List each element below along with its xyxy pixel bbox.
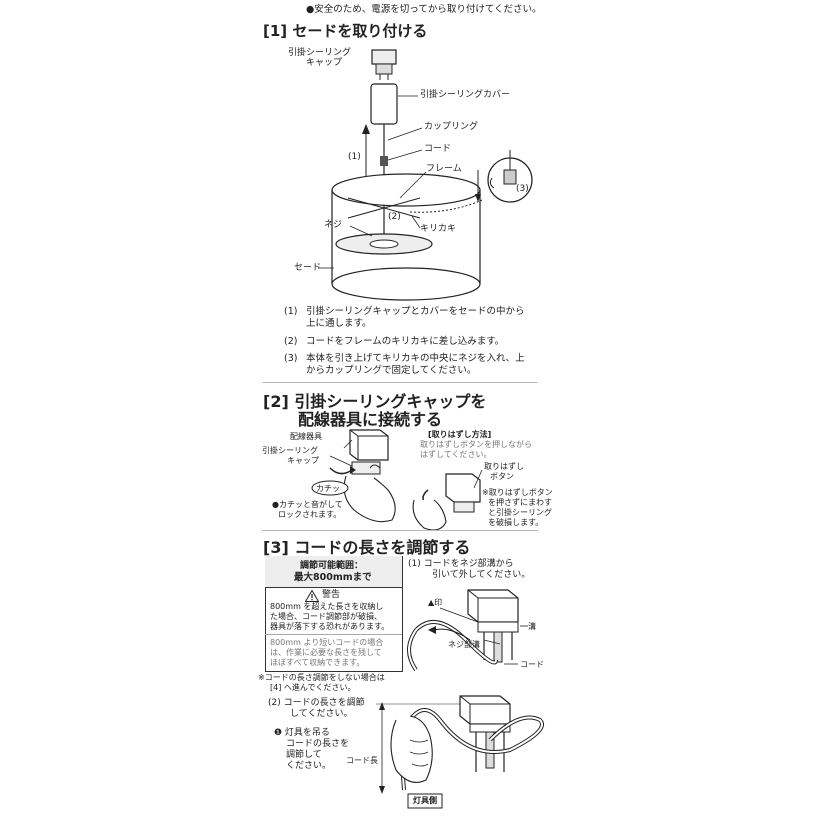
- label-cap2-line2: キャップ: [287, 456, 319, 465]
- range-line2: 最大800mmまで: [294, 572, 372, 583]
- section3-title: [3] コードの長さを調節する: [263, 538, 471, 557]
- skip-note-line1: ※コードの長さ調節をしない場合は: [258, 673, 385, 682]
- lock-note-line2: ロックされます。: [278, 510, 342, 519]
- label-screw: ネジ: [324, 220, 343, 230]
- removal-warn-line1: ※取りはずしボタン: [482, 488, 553, 497]
- s3-step2-line1: (2) コードの長さを調節: [268, 698, 365, 708]
- label-cord-s3: コード: [520, 660, 544, 669]
- s3-step1-line2: 引いて外してください。: [432, 570, 531, 580]
- divider-1: [262, 382, 538, 383]
- cord-groove-diagram: [407, 589, 528, 672]
- sub-line2: コードの長さを: [286, 739, 350, 749]
- fixture-side-label: 灯具側: [413, 796, 437, 805]
- safety-note: ●安全のため、電源を切ってから取り付けてください。: [306, 4, 542, 15]
- warning-title: 警告: [322, 590, 341, 600]
- sub-line4: ください。: [286, 761, 332, 771]
- cord-adjust-diagram: [376, 695, 544, 809]
- label-cap-line1: 引掛シーリング: [288, 48, 352, 58]
- release-button-label1: 取りはずし: [484, 462, 524, 471]
- section1-title: [1] セードを取り付ける: [263, 22, 428, 40]
- section2-title-line2: 配線器具に接続する: [298, 410, 443, 429]
- step3-line1: 本体を引き上げてキリカキの中央にネジを入れ、上: [306, 353, 525, 364]
- removal-line1: 取りはずしボタンを押しながら: [420, 440, 532, 449]
- step3-line2: からカップリングで固定してください。: [306, 365, 477, 376]
- label-shade: セード: [294, 263, 322, 273]
- label-fixture: 配線器具: [290, 432, 322, 441]
- removal-title: [取りはずし方法]: [428, 430, 492, 439]
- section2-title-line1: [2] 引掛シーリングキャップを: [263, 392, 487, 411]
- label-mark: ▲印: [428, 598, 443, 607]
- step2-num: (2): [284, 336, 298, 347]
- gray-line3: ほぼすべて収納できます。: [270, 658, 365, 667]
- label-slot: キリカキ: [420, 224, 457, 234]
- s3-step1-line1: (1) コードをネジ部溝から: [408, 559, 514, 569]
- step3-num: (3): [284, 353, 298, 364]
- step1-line2: 上に通します。: [306, 318, 372, 329]
- label-mark3: (3): [516, 184, 529, 194]
- s3-step2-line2: してください。: [290, 709, 353, 719]
- shade-assembly-diagram: [318, 49, 533, 301]
- range-header: [265, 556, 402, 588]
- sub-line3: 調節して: [286, 750, 322, 760]
- label-click: カチッ: [316, 484, 340, 493]
- label-cap-line2: キャップ: [306, 58, 343, 68]
- label-mark2: (2): [388, 212, 401, 222]
- release-button-label2: ボタン: [490, 472, 514, 481]
- warning-divider: [265, 634, 402, 635]
- warning-line1: 800mm を超えた長さを収納し: [270, 602, 384, 611]
- removal-warn-line4: を破損します。: [488, 518, 544, 527]
- step1-num: (1): [284, 306, 298, 317]
- step1-line1: 引掛シーリングキャップとカバーをセードの中から: [306, 306, 525, 317]
- label-coupling: カップリング: [424, 122, 479, 132]
- label-groove: 溝: [528, 622, 536, 631]
- label-mark1: (1): [348, 152, 361, 162]
- skip-note-line2: [4] へ進んでください。: [270, 683, 356, 692]
- label-frame: フレーム: [426, 164, 462, 174]
- divider-2: [262, 530, 538, 531]
- removal-warn-line3: と引掛シーリング: [488, 508, 552, 517]
- range-line1: 調節可能範囲：: [300, 561, 364, 571]
- gray-line1: 800mm より短いコードの場合: [270, 638, 384, 647]
- warning-line2: た場合、コード調節部が破損、: [270, 612, 382, 621]
- label-cord-length: コード長: [346, 756, 378, 765]
- gray-line2: は、作業に必要な長さを残して: [270, 648, 382, 657]
- sub-line1: ❶ 灯具を吊る: [274, 728, 330, 738]
- warning-line3: 器具が落下する恐れがあります。: [270, 622, 390, 631]
- label-cord: コード: [424, 144, 452, 154]
- lock-note-line1: ●カチッと音がして: [272, 500, 343, 509]
- removal-warn-line2: を押さずにまわす: [488, 498, 552, 507]
- connect-cap-diagram: [311, 429, 483, 531]
- warning-icon: [305, 590, 319, 602]
- label-cover: 引掛シーリングカバー: [420, 90, 511, 100]
- label-cap2-line1: 引掛シーリング: [262, 446, 318, 455]
- label-screw-groove: ネジ部溝: [448, 640, 480, 649]
- step2-line1: コードをフレームのキリカキに差し込みます。: [306, 336, 505, 347]
- removal-line2: はずしてください。: [420, 450, 492, 459]
